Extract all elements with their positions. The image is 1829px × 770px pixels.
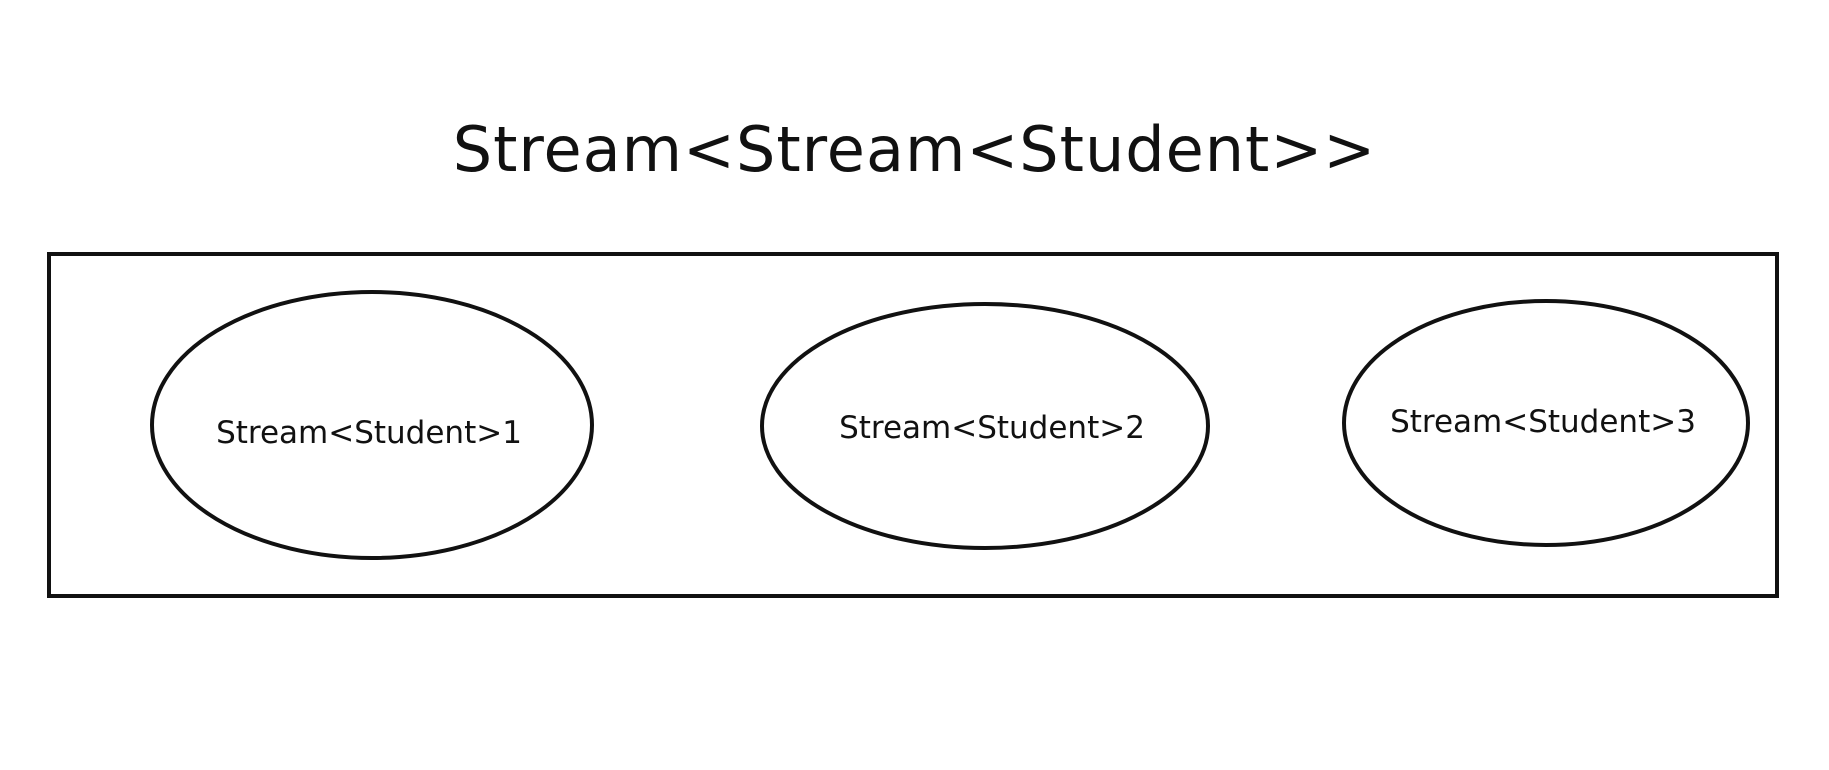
inner-stream-ellipse-3 <box>1342 299 1750 547</box>
diagram-title: Stream<Stream<Student>> <box>452 113 1377 186</box>
inner-stream-ellipse-2 <box>760 302 1210 550</box>
inner-stream-label-2: Stream<Student>2 <box>839 410 1145 446</box>
inner-stream-node-3: Stream<Student>3 <box>1342 299 1750 547</box>
inner-stream-node-2: Stream<Student>2 <box>760 302 1210 550</box>
inner-stream-label-1: Stream<Student>1 <box>216 415 522 451</box>
inner-stream-ellipse-1 <box>150 290 594 560</box>
outer-stream-container <box>47 252 1779 598</box>
inner-stream-node-1: Stream<Student>1 <box>150 290 594 560</box>
inner-stream-label-3: Stream<Student>3 <box>1390 404 1696 440</box>
